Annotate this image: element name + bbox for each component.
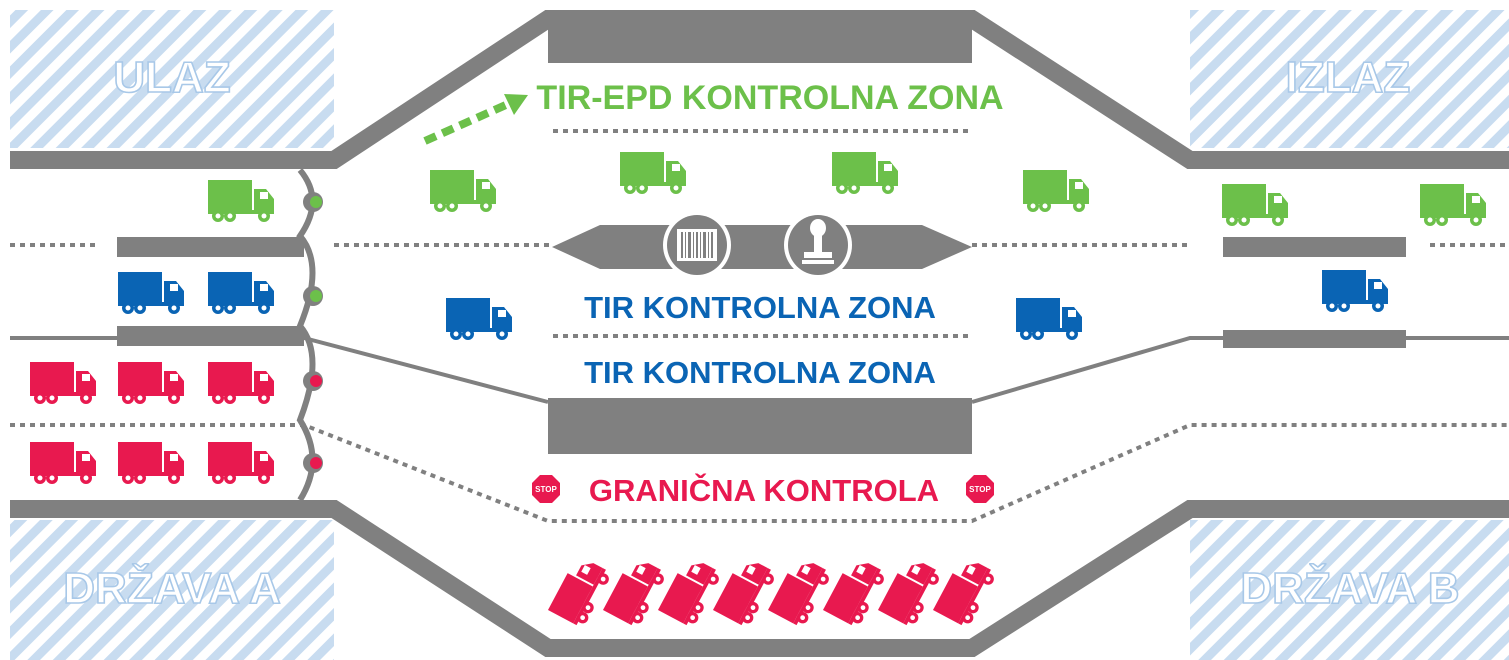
hatch-top-right (1190, 10, 1509, 148)
hatch-bottom-left (10, 520, 334, 660)
divider-right-1 (1223, 237, 1406, 257)
stop-sign-right: STOP (966, 475, 994, 503)
truck-icon (1016, 298, 1082, 340)
truck-icon (933, 554, 998, 629)
divider-left-1 (117, 237, 304, 257)
stamp-icon (784, 211, 852, 279)
label-drzava-b: DRŽAVA B (1240, 563, 1459, 613)
top-building (548, 19, 972, 63)
label-izlaz: IZLAZ (1286, 53, 1411, 102)
truck-icon (30, 362, 96, 404)
truck-icon (30, 442, 96, 484)
queued-red-trucks (548, 554, 998, 629)
truck-icon (118, 442, 184, 484)
truck-icon (548, 554, 613, 629)
road-bottom-border (10, 500, 1509, 657)
traffic-light-icon (303, 192, 323, 473)
truck-icon (446, 298, 512, 340)
zone-tir-lower: TIR KONTROLNA ZONA (584, 355, 936, 390)
dashed-arrow-icon (423, 94, 528, 145)
truck-icon (823, 554, 888, 629)
zone-border-control: GRANIČNA KONTROLA (589, 472, 939, 508)
truck-icon (118, 272, 184, 314)
truck-icon (1322, 270, 1388, 312)
truck-icon (713, 554, 778, 629)
truck-icon (1222, 184, 1288, 226)
truck-icon (208, 362, 274, 404)
truck-icon (768, 554, 833, 629)
lane-line-solid (10, 336, 1509, 404)
truck-icon (118, 362, 184, 404)
truck-icon (603, 554, 668, 629)
dotted-lines (10, 129, 1509, 523)
hatch-bottom-right (1190, 520, 1509, 660)
svg-text:STOP: STOP (535, 485, 557, 494)
label-ulaz: ULAZ (113, 53, 230, 102)
control-island (552, 225, 972, 269)
stop-sign-left: STOP (532, 475, 560, 503)
zone-tir-upper: TIR KONTROLNA ZONA (584, 290, 936, 325)
truck-icon (878, 554, 943, 629)
zone-tir-epd: TIR-EPD KONTROLNA ZONA (536, 79, 1003, 117)
truck-icon (430, 170, 496, 212)
hatch-top-left (10, 10, 334, 148)
barcode-icon (663, 211, 731, 279)
truck-icon (620, 152, 686, 194)
truck-icon (208, 180, 274, 222)
truck-icon (1023, 170, 1089, 212)
label-drzava-a: DRŽAVA A (63, 563, 281, 613)
svg-text:STOP: STOP (969, 485, 991, 494)
bottom-building (548, 398, 972, 454)
truck-icon (658, 554, 723, 629)
truck-icon (832, 152, 898, 194)
entry-barrier (296, 168, 316, 502)
truck-icon (208, 442, 274, 484)
truck-icon (208, 272, 274, 314)
truck-icon (1420, 184, 1486, 226)
